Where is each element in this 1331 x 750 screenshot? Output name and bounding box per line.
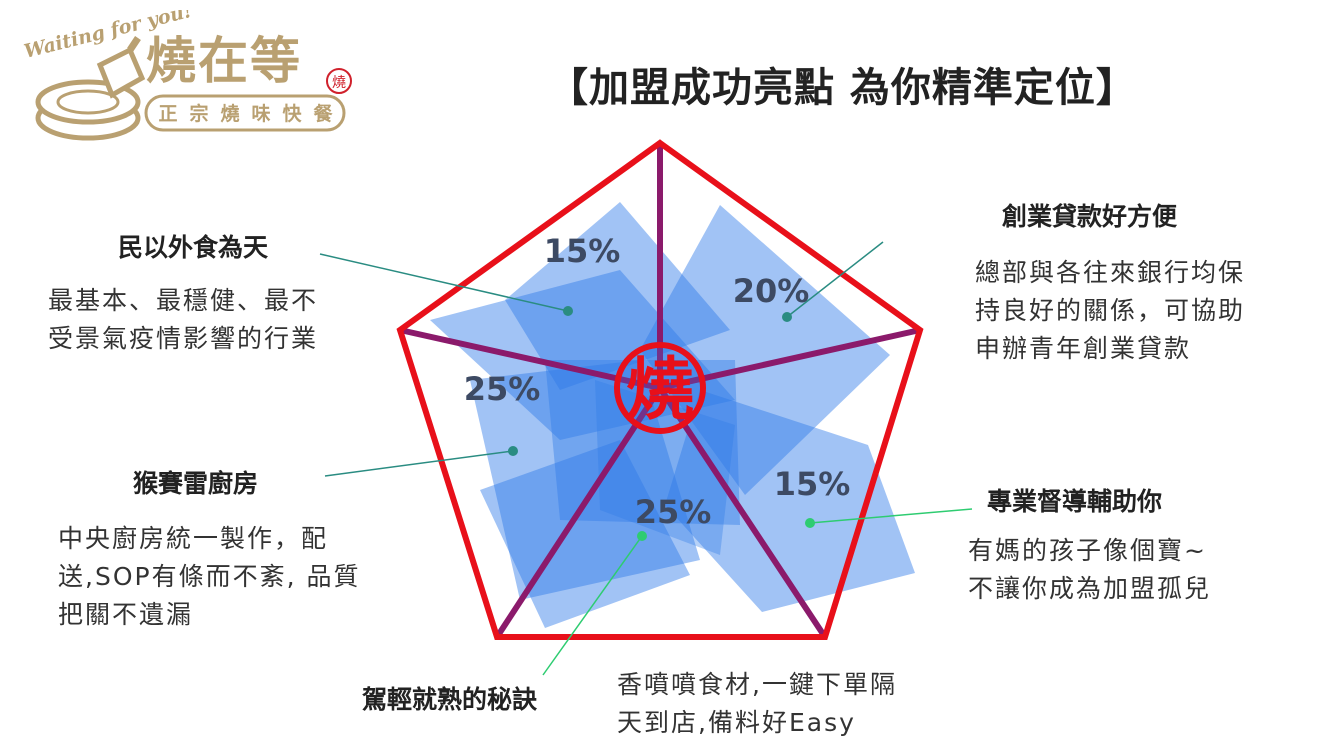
leader-dot <box>563 306 573 316</box>
logo-tagline-char: 快 <box>282 102 302 125</box>
leader-line <box>324 450 514 477</box>
leader-line <box>786 241 884 318</box>
heading-loan: 創業貸款好方便 <box>1002 202 1178 231</box>
leader-dot <box>805 518 815 528</box>
description-line: 有媽的孩子像個寶~ <box>968 536 1207 565</box>
cleaver-icon <box>96 36 146 99</box>
spoke-line <box>657 386 828 639</box>
leader-dot <box>508 446 518 456</box>
description-line: 天到店,備料好Easy <box>617 708 856 737</box>
logo-tagline-char: 燒 <box>220 102 239 125</box>
percent-label-loan: 20% <box>733 272 810 310</box>
center-seal-ring <box>614 342 706 434</box>
leader-line <box>542 535 643 676</box>
blob-shape <box>430 270 735 440</box>
center-seal-char: 燒 <box>626 350 694 430</box>
description-supervision: 有媽的孩子像個寶~ 不讓你成為加盟孤兒 <box>968 532 1211 608</box>
description-loan: 總部與各往來銀行均保 持良好的關係，可協助 申辦青年創業貸款 <box>975 254 1245 368</box>
description-line: 最基本、最穩健、最不 <box>48 286 319 315</box>
description-line: 持良好的關係，可協助 <box>975 296 1246 325</box>
heading-supervision: 專業督導輔助你 <box>987 487 1163 516</box>
leader-dot <box>637 531 647 541</box>
description-secret: 香噴噴食材,一鍵下單隔 天到店,備料好Easy <box>617 666 897 742</box>
description-line: 受景氣疫情影響的行業 <box>48 324 319 353</box>
description-kitchen: 中央廚房統一製作，配 送,SOP有條而不紊, 品質 把關不遺漏 <box>58 520 360 634</box>
brand-logo: Waiting for you! 燒在等 燒 正 宗 燒 味 快 餐 <box>18 0 363 145</box>
blob-shape <box>595 380 735 555</box>
description-line: 申辦青年創業貸款 <box>975 334 1192 363</box>
description-line: 送,SOP有條而不紊, 品質 <box>58 562 361 591</box>
leader-line <box>319 253 569 312</box>
logo-tagline-char: 正 <box>158 103 177 125</box>
logo-seal <box>326 68 352 94</box>
logo-tagline-char: 味 <box>251 103 270 125</box>
blob-shape <box>640 205 890 495</box>
logo-tagline-char: 餐 <box>313 102 333 125</box>
logo-tagline-char: 宗 <box>189 102 208 125</box>
description-eat-out: 最基本、最穩健、最不 受景氣疫情影響的行業 <box>48 282 318 358</box>
center-seal: 燒 <box>614 342 706 434</box>
description-line: 不讓你成為加盟孤兒 <box>968 574 1212 603</box>
logo-graphic: Waiting for you! 燒在等 燒 正 宗 燒 味 快 餐 <box>22 0 352 141</box>
logo-seal-char: 燒 <box>332 75 346 91</box>
percent-label-eat-out: 15% <box>544 232 621 270</box>
pentagon-outline <box>396 139 924 640</box>
description-line: 中央廚房統一製作，配 <box>58 524 329 553</box>
percent-label-secret: 25% <box>635 493 712 531</box>
percent-label-supervision: 15% <box>774 465 851 503</box>
leader-dot <box>782 312 792 322</box>
blob-shape <box>505 202 730 390</box>
description-line: 把關不遺漏 <box>58 600 194 629</box>
heading-eat-out: 民以外食為天 <box>118 233 269 262</box>
heading-kitchen: 猴賽雷廚房 <box>133 469 259 498</box>
spoke-line <box>494 386 663 639</box>
page-title: 【加盟成功亮點 為你精準定位】 <box>548 65 1137 111</box>
logo-brand-name: 燒在等 <box>146 31 302 90</box>
description-line: 香噴噴食材,一鍵下單隔 <box>617 670 897 699</box>
leader-line <box>809 508 973 524</box>
heading-secret: 駕輕就熟的秘訣 <box>362 685 538 714</box>
percent-label-kitchen: 25% <box>464 370 541 408</box>
description-line: 總部與各往來銀行均保 <box>975 258 1246 287</box>
logo-tagline-pill <box>144 94 346 132</box>
